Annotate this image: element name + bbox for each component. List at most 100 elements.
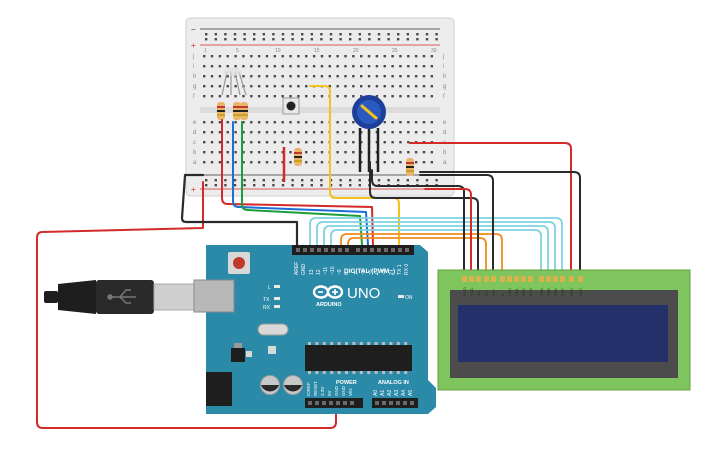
breadboard-hole (391, 85, 394, 88)
breadboard-hole (265, 85, 269, 88)
breadboard-hole (399, 131, 402, 134)
pushbutton[interactable] (282, 97, 300, 115)
breadboard-hole (257, 65, 261, 68)
pin-label: TX 1 (397, 264, 403, 275)
breadboard-hole (210, 121, 214, 124)
breadboard-hole (289, 141, 292, 144)
breadboard-hole (210, 161, 214, 164)
tx-led-label: TX (263, 297, 270, 303)
usb-cable[interactable] (44, 280, 195, 314)
breadboard-hole (360, 75, 363, 78)
lcd-pin (500, 276, 505, 282)
row-letter: h (193, 74, 196, 80)
rail-hole (233, 38, 237, 41)
breadboard-hole (328, 55, 331, 58)
breadboard-hole (414, 95, 418, 98)
chip-leg (404, 371, 408, 374)
wire-orange[interactable] (347, 237, 487, 279)
breadboard-hole (289, 85, 292, 88)
header-pin (375, 401, 379, 405)
breadboard-hole (250, 141, 253, 144)
chip-leg (315, 342, 319, 345)
resistor[interactable] (240, 102, 248, 120)
rail-hole (272, 179, 275, 182)
breadboard-hole (391, 161, 394, 164)
row-letter: e (443, 120, 447, 126)
breadboard-hole (242, 75, 245, 78)
breadboard-hole (367, 55, 371, 58)
breadboard-hole (257, 55, 261, 58)
rail-hole (368, 33, 371, 36)
wire-orange[interactable] (340, 233, 503, 279)
wire-red[interactable] (221, 119, 374, 246)
pin-label: VIN (348, 388, 353, 396)
breadboard-hole (312, 161, 316, 164)
breadboard-hole (203, 141, 206, 144)
rail-hole (387, 33, 390, 36)
arduino-uno[interactable]: AREF GND 13 12 ~11 ~10 ~9 8 7 ~6 ~5 4 ~3… (193, 245, 436, 414)
wire-red-5v[interactable] (36, 181, 337, 429)
breadboard-hole (320, 121, 324, 124)
header-pin (410, 401, 414, 405)
breadboard-hole (265, 131, 269, 134)
wire-cyan[interactable] (323, 225, 549, 279)
pin-label: 8 (344, 272, 350, 275)
resistor[interactable] (217, 102, 225, 120)
breadboard-hole (297, 131, 300, 134)
rail-hole (262, 179, 265, 182)
wire-black[interactable] (419, 174, 494, 279)
breadboard-hole (281, 161, 284, 164)
wire-green[interactable] (241, 121, 363, 246)
pin-label: 7 (354, 272, 360, 275)
breadboard-hole (383, 65, 386, 68)
resistor[interactable] (406, 158, 414, 176)
breadboard-hole (297, 141, 300, 144)
pin-label: LED (569, 288, 574, 296)
lcd-pin (546, 276, 551, 282)
lcd-pin-header (462, 276, 583, 282)
breadboard-hole (352, 141, 355, 144)
breadboard-hole (297, 85, 300, 88)
wire-black-gnd[interactable] (180, 173, 299, 247)
rail-hole (214, 179, 217, 182)
header-pin (338, 248, 342, 252)
row-letter: a (443, 160, 447, 166)
rail-plus-label: + (191, 41, 196, 50)
header-pin (310, 248, 314, 252)
breadboard-hole (320, 141, 324, 144)
resistor[interactable] (294, 148, 302, 166)
wire-red[interactable] (409, 142, 572, 279)
breadboard-hole (422, 161, 426, 164)
wire-yellow[interactable] (309, 85, 400, 246)
wire-cyan[interactable] (316, 221, 556, 279)
rail-hole (425, 38, 429, 41)
rx-led (274, 305, 280, 308)
rgb-led[interactable] (221, 68, 247, 96)
breadboard-hole (375, 75, 379, 78)
breadboard-hole (203, 95, 206, 98)
breadboard-hole (289, 75, 292, 78)
breadboard-hole (257, 141, 261, 144)
wire-black[interactable] (369, 161, 479, 279)
wire-cyan[interactable] (330, 229, 542, 279)
wire-red[interactable] (424, 188, 472, 279)
digital-pin-labels: AREF GND 13 12 ~11 ~10 ~9 8 7 ~6 ~5 4 ~3… (294, 262, 410, 275)
digital-label: DIGITAL (PWM~) (344, 268, 395, 275)
rail-hole (214, 184, 217, 187)
potentiometer[interactable] (352, 95, 386, 172)
breadboard-hole (391, 75, 394, 78)
breadboard-hole (344, 95, 347, 98)
wire-blue[interactable] (232, 121, 369, 246)
wire-cyan[interactable] (309, 217, 563, 279)
wire-black[interactable] (419, 171, 581, 279)
breadboard-hole (289, 95, 292, 98)
breadboard-hole (273, 75, 277, 78)
rail-hole (301, 38, 304, 41)
rail-hole (310, 179, 313, 182)
chip-leg (374, 371, 378, 374)
lcd-module[interactable]: GND VCC V0 RS RW E DB0 DB1 DB2 DB3 DB4 D… (437, 269, 691, 391)
breadboard-hole (218, 55, 222, 58)
resistor[interactable] (233, 102, 241, 120)
rail-hole (253, 38, 256, 41)
breadboard[interactable]: − + j i h g f e d c b a j i h g f e d c … (185, 17, 455, 197)
